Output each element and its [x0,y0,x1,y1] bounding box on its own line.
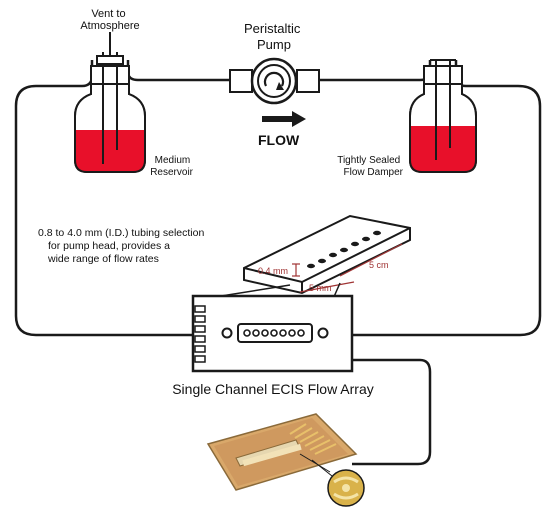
pump-label: Peristaltic Pump [244,21,304,52]
reservoir-label: Medium Reservoir [150,155,193,178]
dimension-lines [292,243,403,293]
flow-damper-bottle [409,59,477,173]
dimension-height-label: 0.4 mm [258,266,288,276]
reservoir-medium-fill [75,130,145,172]
array-title: Single Channel ECIS Flow Array [172,381,374,397]
damper-medium-fill [410,126,476,172]
inset-electrodes [307,230,381,269]
flow-arrow-icon [262,111,306,127]
rotation-arrow-icon [263,71,285,87]
flow-array-board [191,294,354,373]
flow-label: FLOW [258,132,300,148]
board-electrodes [243,329,305,337]
chip-gold-traces [289,423,337,455]
peristaltic-pump [229,57,320,105]
damper-label: Tightly Sealed Flow Damper [337,155,403,178]
dimension-width-label: 5 mm [309,283,332,293]
tubing-note: 0.8 to 4.0 mm (I.D.) tubing selection fo… [38,227,207,265]
dimension-length-label: 5 cm [369,260,389,270]
chip-photo [206,413,365,507]
vent-label: Vent to Atmosphere [80,8,139,32]
medium-reservoir-bottle [74,32,146,173]
board-contact-pads [194,305,206,363]
